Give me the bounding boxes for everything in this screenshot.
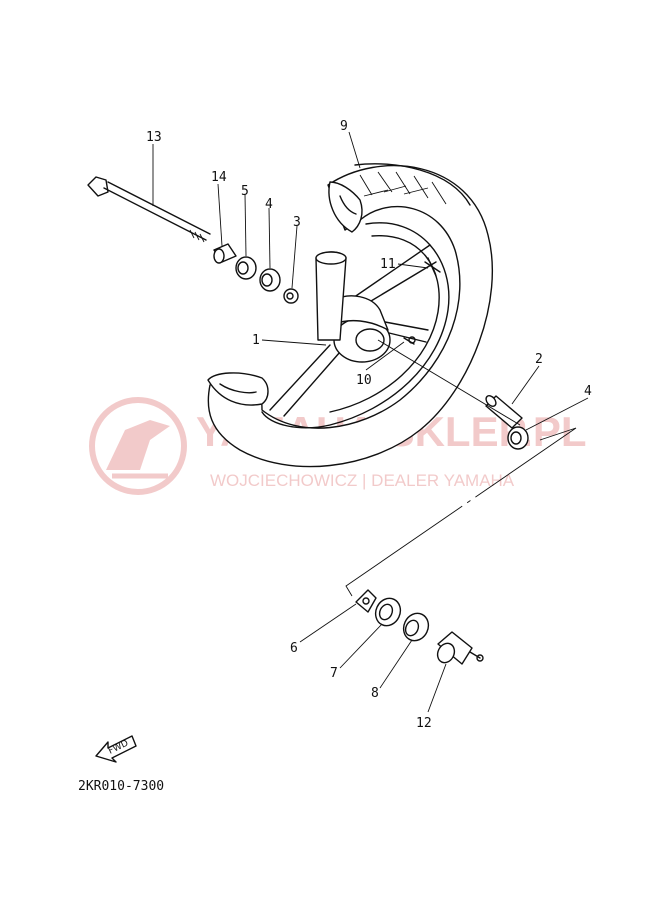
callout-labels: 13 14 5 4 3 9 11 1 10 2 4 6 7 8 12 bbox=[146, 119, 592, 731]
callout-12: 12 bbox=[416, 716, 432, 731]
oil-seal-part bbox=[235, 256, 257, 280]
spacer-flange-part bbox=[283, 288, 299, 304]
callout-2: 2 bbox=[535, 352, 543, 367]
bearing-lower-part bbox=[402, 612, 430, 642]
callout-8: 8 bbox=[371, 686, 379, 701]
assembly-lines bbox=[345, 339, 577, 597]
callout-14: 14 bbox=[211, 170, 227, 185]
spacer-part bbox=[485, 395, 523, 429]
oil-seal-lower-part bbox=[374, 597, 402, 627]
watermark-logo-icon bbox=[89, 397, 187, 495]
forward-arrow-icon: FWD bbox=[95, 735, 137, 763]
callout-3: 3 bbox=[293, 215, 301, 230]
bearing-right-part bbox=[507, 426, 529, 450]
callout-4-left: 4 bbox=[265, 197, 273, 212]
callout-4-right: 4 bbox=[584, 384, 592, 399]
callout-leaders bbox=[152, 131, 589, 713]
retainer-part bbox=[355, 589, 377, 613]
watermark-tagline: WOJCIECHOWICZ | DEALER YAMAHA bbox=[210, 471, 515, 490]
callout-1: 1 bbox=[252, 333, 260, 348]
callout-11: 11 bbox=[380, 257, 396, 272]
bearing-left-part bbox=[259, 268, 281, 292]
callout-5: 5 bbox=[241, 184, 249, 199]
callout-6: 6 bbox=[290, 641, 298, 656]
front-wheel-assembly bbox=[207, 163, 494, 468]
part-code: 2KR010-7300 bbox=[78, 779, 164, 794]
axle-part bbox=[87, 176, 211, 243]
callout-13: 13 bbox=[146, 130, 162, 145]
collar-part bbox=[213, 243, 237, 264]
callout-9: 9 bbox=[340, 119, 348, 134]
callout-7: 7 bbox=[330, 666, 338, 681]
meter-gear-unit-part bbox=[436, 631, 484, 665]
callout-10: 10 bbox=[356, 373, 372, 388]
